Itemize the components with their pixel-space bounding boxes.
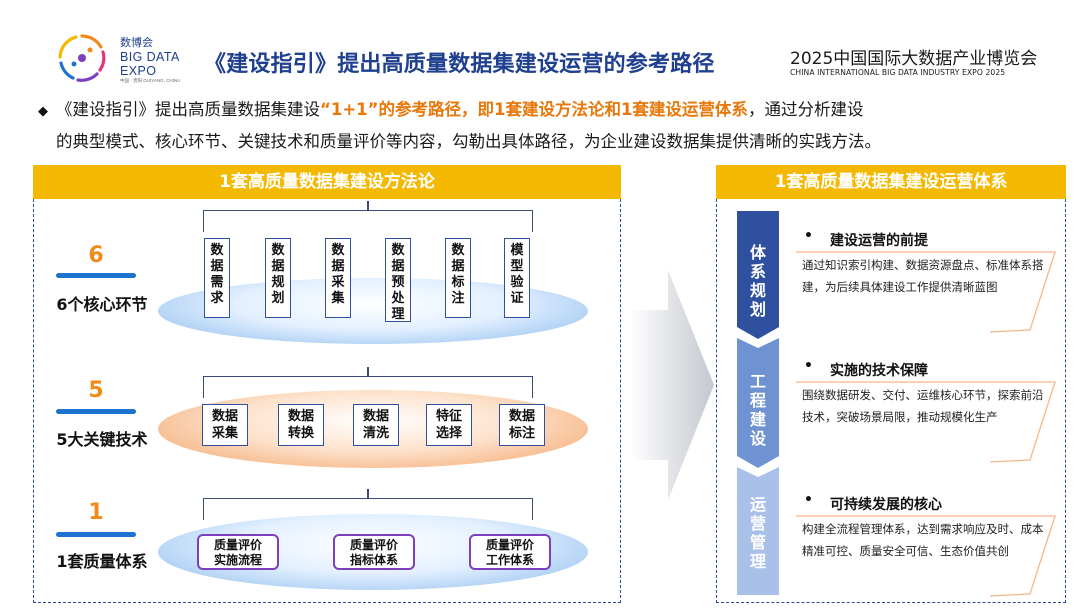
pillar-planning: 体系规划 [737,211,779,339]
row2-bracket-tick [367,367,369,377]
key-tech-1: 数据采集 [202,404,248,446]
row2-label: 5大关键技术 [56,430,148,449]
key-tech-4: 特征选择 [426,404,472,446]
quality-item-3-l1: 质量评价 [485,538,534,552]
core-step-5: 数据标注 [445,238,471,318]
key-tech-3-l1: 数据 [362,409,389,424]
key-tech-3: 数据清洗 [353,404,399,446]
intro-part2: ，通过分析建设 [747,100,864,119]
section-operation-text: 构建全流程管理体系，达到需求响应及时、成本精准可控、质量安全可信、生态价值共创 [802,522,1044,558]
intro-line2: 的典型模式、核心环节、关键技术和质量评价等内容，勾勒出具体路径，为企业建设数据集… [56,132,881,151]
section-engineering: • 实施的技术保障 围绕数据研发、交付、运维核心环节，探索前沿技术，突破场景局限… [790,350,1060,468]
pillar-operation-label: 运营管理 [749,495,766,571]
core-step-3: 数据采集 [325,238,351,318]
expo-title-en: CHINA INTERNATIONAL BIG DATA INDUSTRY EX… [790,68,1006,77]
pillar-operation-shape [737,467,779,595]
section-engineering-bullet: • [804,358,813,374]
quality-item-1: 质量评价实施流程 [197,534,279,570]
section-planning-frame [796,251,1056,333]
operation-header: 1套高质量数据集建设运营体系 [716,165,1066,199]
big-data-expo-logo: 数博会 BIG DATA EXPO 中国 · 贵阳 GUIYANG, CHINA [54,28,184,88]
section-operation: • 可持续发展的核心 构建全流程管理体系，达到需求响应及时、成本精准可控、质量安… [790,484,1060,602]
row1-bracket [203,210,533,232]
methodology-header: 1套高质量数据集建设方法论 [33,165,621,199]
section-engineering-text: 围绕数据研发、交付、运维核心环节，探索前沿技术，突破场景局限，推动规模化生产 [802,388,1044,424]
section-operation-bullet: • [804,492,813,508]
quality-item-1-l2: 实施流程 [213,553,262,567]
row1-number: 6 [88,243,104,268]
key-tech-4-l1: 特征 [435,409,462,424]
row3-bracket-tick [367,489,369,499]
core-step-1: 数据需求 [204,238,230,318]
section-engineering-frame [796,381,1056,463]
logo-en-2: EXPO [120,63,157,78]
pillar-planning-label: 体系规划 [749,243,766,319]
page-title: 《建设指引》提出高质量数据集建设运营的参考路径 [204,52,715,77]
section-planning-title: 建设运营的前提 [830,233,928,249]
pillar-engineering-shape [737,338,779,468]
operation-panel [716,199,1066,603]
section-planning-text: 通过知识索引构建、数据资源盘点、标准体系搭建，为后续具体建设工作提供清晰蓝图 [802,258,1044,294]
core-step-6: 模型验证 [504,238,530,318]
pillar-planning-shape [737,211,779,339]
key-tech-3-l2: 清洗 [362,426,389,441]
quality-item-3: 质量评价工作体系 [469,534,551,570]
pillar-operation: 运营管理 [737,467,779,595]
quality-item-2-l2: 指标体系 [349,553,398,567]
pillar-engineering-label: 工程建设 [749,372,766,448]
key-tech-1-l1: 数据 [211,409,238,424]
logo-tiny: 中国 · 贵阳 GUIYANG, CHINA [120,78,181,83]
row3-label: 1套质量体系 [56,552,148,571]
key-tech-5-l1: 数据 [508,409,535,424]
diamond-bullet-icon: ◆ [38,104,48,119]
intro-part1: 《建设指引》提出高质量数据集建设 [56,100,320,119]
expo-logo-icon [58,34,106,82]
section-engineering-title: 实施的技术保障 [830,363,928,379]
key-tech-5: 数据标注 [499,404,545,446]
core-step-2: 数据规划 [265,238,291,318]
row2-number: 5 [88,378,104,403]
key-tech-2-l1: 数据 [287,409,314,424]
key-tech-4-l2: 选择 [435,426,462,441]
section-planning-bullet: • [804,228,813,244]
key-tech-1-l2: 采集 [211,426,238,441]
quality-item-2-l1: 质量评价 [349,538,398,552]
methodology-panel [33,199,621,603]
row3-number: 1 [88,500,104,525]
intro-paragraph: ◆ 《建设指引》提出高质量数据集建设“1+1”的参考路径，即1套建设方法论和1套建… [38,95,1078,157]
key-tech-2: 数据转换 [278,404,324,446]
logo-cn: 数博会 [120,36,153,49]
expo-title-cn: 2025中国国际大数据产业博览会 [790,49,1038,69]
row1-label: 6个核心环节 [56,295,148,314]
key-tech-5-l2: 标注 [508,426,535,441]
pillar-engineering: 工程建设 [737,338,779,468]
row1-bracket-tick [367,201,369,211]
row1-bar [56,273,136,278]
intro-highlight: “1+1”的参考路径，即1套建设方法论和1套建设运营体系 [320,100,748,119]
section-operation-title: 可持续发展的核心 [830,497,942,513]
quality-item-1-l1: 质量评价 [213,538,262,552]
section-planning: • 建设运营的前提 通过知识索引构建、数据资源盘点、标准体系搭建，为后续具体建设… [790,220,1060,338]
key-tech-2-l2: 转换 [287,426,314,441]
row2-bar [56,409,136,414]
section-operation-frame [796,515,1056,597]
logo-en-1: BIG DATA [120,50,180,64]
right-arrow-icon [630,270,714,500]
row3-bar [56,532,136,537]
quality-item-3-l2: 工作体系 [485,553,534,567]
core-step-4: 数据预处理 [385,238,411,322]
quality-item-2: 质量评价指标体系 [333,534,415,570]
